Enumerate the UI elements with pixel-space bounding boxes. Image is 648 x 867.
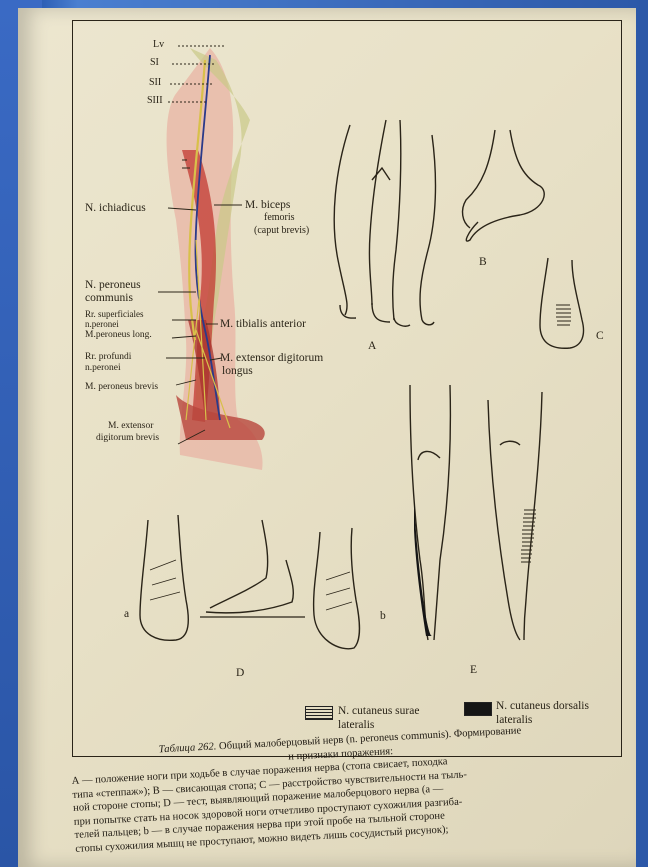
- figure-letter-c: C: [596, 330, 604, 342]
- label-femoris: femoris: [264, 213, 295, 224]
- label-n-peronei-superficial: n.peronei: [85, 320, 119, 329]
- legend-solid-label-line1: N. cutaneus dorsalis: [496, 700, 589, 712]
- label-m-peroneus-long: M.peroneus long.: [85, 331, 152, 341]
- label-sii: SII: [149, 78, 161, 89]
- figure-letter-a-lower: a: [124, 608, 129, 620]
- legend-hatched-label-line2: lateralis: [338, 719, 374, 731]
- label-lv: Lv: [153, 40, 164, 51]
- label-caput-brevis: (caput brevis): [254, 226, 309, 237]
- label-n-peroneus: N. peroneus: [85, 279, 141, 291]
- figure-letter-d: D: [236, 667, 244, 679]
- label-m-biceps: M. biceps: [245, 199, 290, 211]
- label-digitorum-brevis: digitorum brevis: [96, 434, 159, 444]
- label-rr-profundi: Rr. profundi: [85, 353, 131, 363]
- label-m-extensor-digitorum: M. extensor digitorum: [220, 352, 323, 364]
- label-siii: SIII: [147, 96, 163, 107]
- label-n-ichiadicus: N. ichiadicus: [85, 202, 146, 214]
- label-si: SI: [150, 58, 159, 69]
- label-m-extensor: M. extensor: [108, 422, 153, 432]
- label-communis: communis: [85, 292, 133, 304]
- figure-letter-a: A: [368, 340, 376, 352]
- caption-title-italic: Таблица 262.: [158, 741, 216, 755]
- legend-hatched-swatch: [305, 706, 333, 720]
- label-n-peronei-profund: n.peronei: [85, 364, 121, 374]
- label-m-tibialis-anterior: M. tibialis anterior: [220, 318, 306, 330]
- figure-letter-b: B: [479, 256, 487, 268]
- label-m-peroneus-brevis: M. peroneus brevis: [85, 383, 158, 393]
- legend-hatched-label-line1: N. cutaneus surae: [338, 705, 419, 717]
- label-longus: longus: [222, 365, 253, 377]
- figure-letter-b-lower: b: [380, 610, 386, 622]
- figure-letter-e: E: [470, 664, 477, 676]
- legend-solid-swatch: [464, 702, 492, 716]
